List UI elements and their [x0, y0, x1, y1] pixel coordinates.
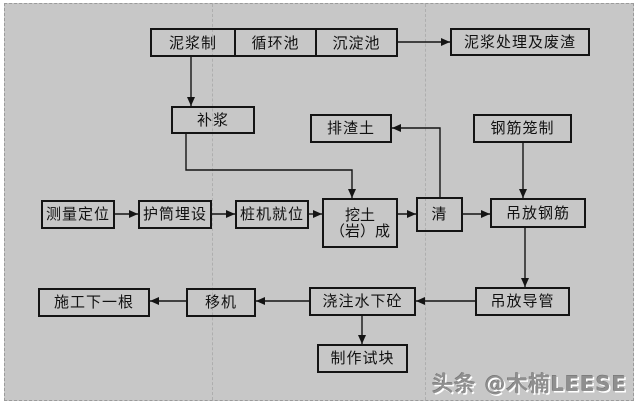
flowchart-frame [4, 3, 634, 401]
node-label: 浇注水下砼 [322, 292, 403, 311]
node-label-line2: （岩）成 [329, 222, 390, 240]
node-lower-rebar: 吊放钢筋 [490, 198, 586, 228]
node-survey-positioning: 测量定位 [41, 200, 115, 229]
node-cleaning: 清 [416, 197, 463, 232]
node-label: 泥浆制 [168, 34, 217, 52]
node-casing-embedding: 护筒埋设 [138, 200, 212, 229]
node-mud-treatment: 泥浆处理及废渣 [450, 28, 590, 56]
node-sedimentation-pool: 沉淀池 [315, 30, 396, 55]
node-move-rig: 移机 [186, 288, 256, 317]
node-label: 吊放导管 [490, 292, 555, 311]
node-label: 钢筋笼制 [490, 119, 555, 138]
node-discharge-soil: 排渣土 [310, 114, 392, 143]
node-label-line1: 挖土 [344, 205, 375, 224]
node-label: 制作试块 [330, 349, 395, 368]
node-replenish-mud: 补浆 [171, 106, 255, 134]
node-circulation-pool: 循环池 [234, 30, 315, 55]
node-label: 循环池 [251, 34, 300, 52]
node-underwater-concrete: 浇注水下砼 [309, 287, 416, 316]
node-label: 排渣土 [326, 119, 375, 138]
node-test-block: 制作试块 [317, 344, 408, 373]
node-pile-rig-in-place: 桩机就位 [235, 200, 309, 229]
node-mud-system-group: 泥浆制 循环池 沉淀池 [150, 28, 398, 57]
node-label: 施工下一根 [53, 293, 134, 312]
node-mud-making: 泥浆制 [152, 30, 234, 55]
node-label: 泥浆处理及废渣 [463, 32, 576, 51]
column-guide-right [425, 4, 426, 400]
node-lower-tremie: 吊放导管 [475, 287, 570, 316]
node-label: 桩机就位 [239, 205, 304, 224]
node-label: 护筒埋设 [142, 205, 207, 224]
node-label: 沉淀池 [332, 34, 381, 52]
node-label: 测量定位 [45, 205, 110, 224]
node-label: 移机 [204, 293, 237, 312]
node-label: 清 [431, 205, 448, 224]
watermark: 头条 @木楠LEESE [432, 372, 627, 396]
column-guide-left [212, 4, 213, 400]
node-excavation: 挖土 （岩）成 [322, 198, 398, 248]
node-rebar-cage: 钢筋笼制 [473, 114, 572, 143]
node-label: 补浆 [196, 110, 229, 129]
node-next-pile: 施工下一根 [38, 288, 150, 317]
node-label: 吊放钢筋 [505, 203, 570, 222]
